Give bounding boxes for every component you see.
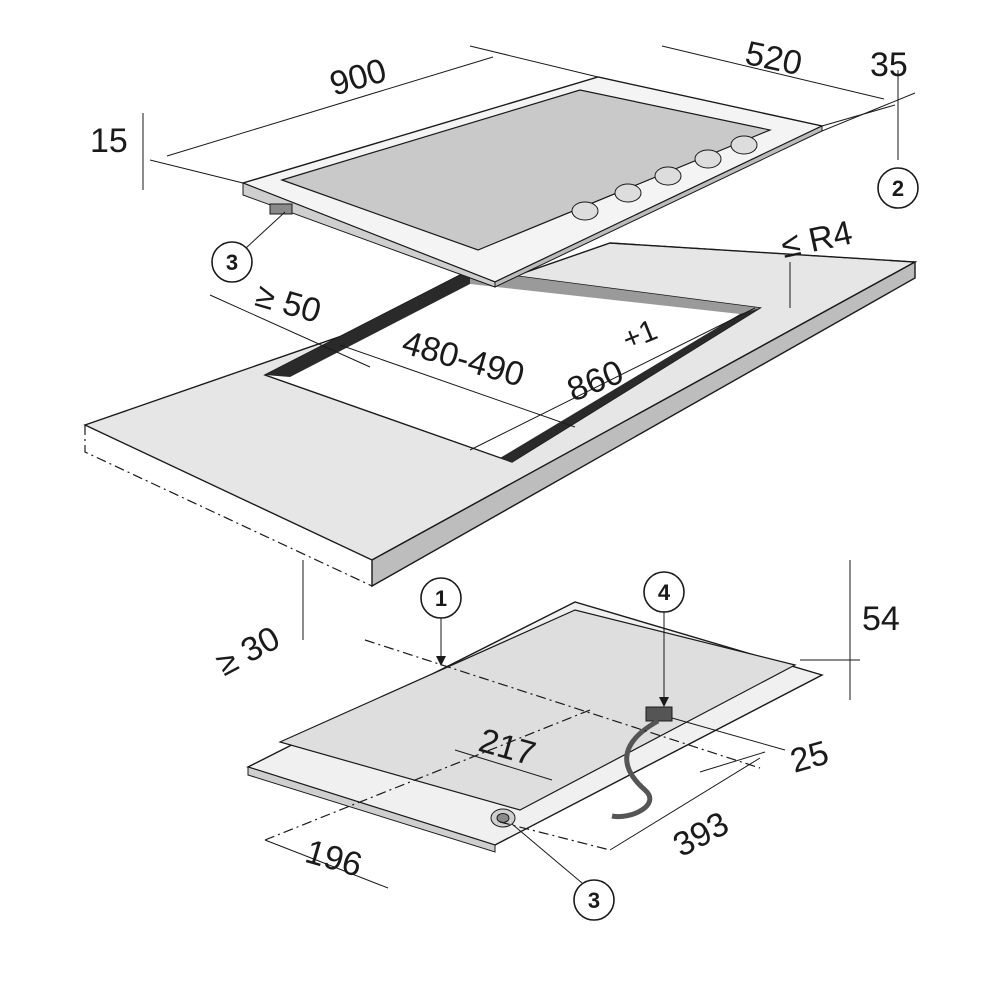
callout-2: 2 bbox=[877, 167, 919, 209]
dim-rear-clearance: ≥ 50 bbox=[251, 276, 325, 331]
knob-icon bbox=[730, 135, 758, 155]
dim-body-height: 54 bbox=[862, 600, 900, 638]
knob-icon bbox=[654, 166, 682, 186]
dim-connector-offset: 25 bbox=[786, 734, 833, 781]
hob-underside bbox=[246, 601, 824, 853]
svg-text:4: 4 bbox=[658, 580, 671, 605]
dimension-lines-upper bbox=[142, 45, 916, 640]
control-knobs bbox=[571, 135, 758, 221]
underside-body bbox=[278, 609, 797, 811]
svg-text:3: 3 bbox=[226, 250, 238, 275]
callout-3-bottom: 3 bbox=[511, 823, 615, 921]
gas-hob bbox=[240, 76, 825, 288]
dim-connector-from-right: 393 bbox=[667, 805, 735, 865]
svg-text:3: 3 bbox=[588, 888, 600, 913]
callout-4: 4 bbox=[643, 571, 685, 707]
dimension-lines-lower bbox=[264, 560, 860, 889]
hob-glass-top bbox=[280, 89, 773, 251]
worktop-front-edge bbox=[371, 260, 916, 588]
svg-text:2: 2 bbox=[892, 176, 904, 201]
svg-text:1: 1 bbox=[435, 586, 447, 611]
knob-icon bbox=[614, 183, 642, 203]
callout-3-top: 3 bbox=[211, 211, 286, 283]
dim-hob-height-above: 35 bbox=[870, 46, 908, 84]
dim-gas-from-front: 196 bbox=[301, 833, 366, 885]
callout-1: 1 bbox=[420, 577, 462, 666]
dim-worktop-thickness: ≥ 30 bbox=[210, 619, 286, 684]
gas-connection-icon bbox=[490, 808, 516, 828]
electrical-connector-icon bbox=[611, 706, 673, 820]
knob-icon bbox=[694, 149, 722, 169]
dim-hob-width: 900 bbox=[326, 51, 391, 103]
knob-icon bbox=[571, 201, 599, 221]
dim-hob-depth: 520 bbox=[742, 34, 805, 83]
dim-frame-height: 15 bbox=[90, 122, 128, 160]
